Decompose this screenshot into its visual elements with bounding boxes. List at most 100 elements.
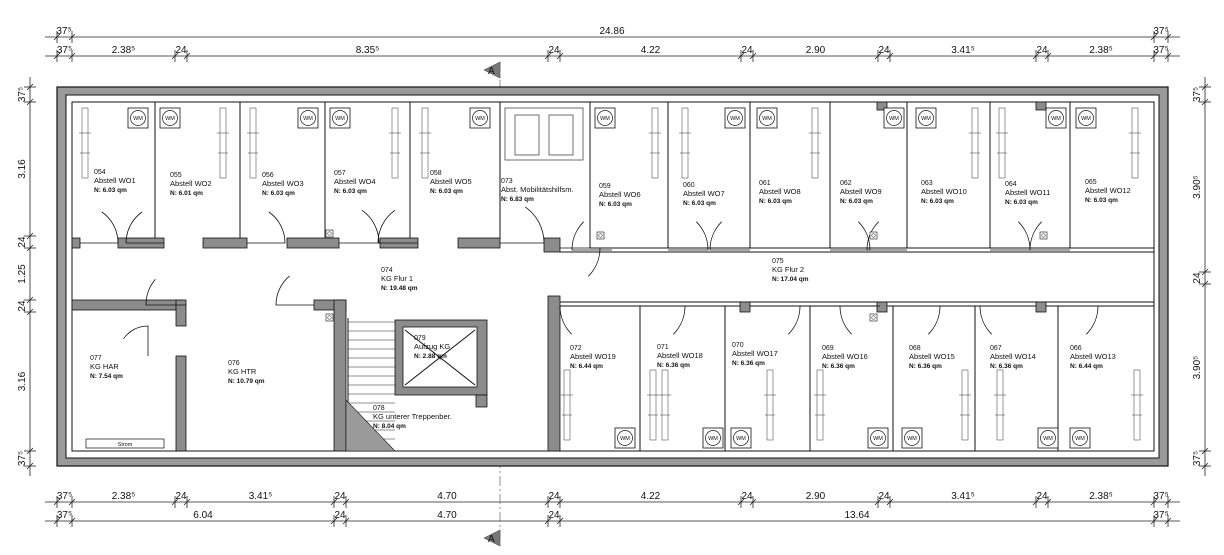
- door-swing: [123, 325, 149, 356]
- dim-tick: [26, 83, 34, 91]
- dim-bottom-chain1-label: 24: [175, 491, 187, 502]
- room-number: 067: [990, 345, 1002, 352]
- dim-top-chain-label: 24: [175, 45, 187, 56]
- dim-tick: [330, 517, 338, 525]
- bicycle-icon: [389, 107, 401, 179]
- dim-tick: [26, 308, 34, 316]
- dim-bottom-chain2-label: 37⁵: [57, 510, 72, 521]
- wm-label: WM: [1043, 436, 1053, 442]
- dim-left-chain-label: 37⁵: [17, 87, 28, 102]
- room-name: Abstell WO1: [94, 176, 136, 185]
- dim-tick: [68, 498, 76, 506]
- dim-bottom-chain2-label: 24: [334, 510, 346, 521]
- washing-machine-icon: WM: [297, 107, 319, 129]
- door-swing: [377, 209, 418, 244]
- wm-label: WM: [708, 436, 718, 442]
- room-area: N: 6.36 qm: [657, 362, 690, 369]
- room-name: Abstell WO8: [759, 187, 801, 196]
- wm-label: WM: [600, 116, 610, 122]
- dim-tick: [1150, 33, 1158, 41]
- room-name: Abstell WO15: [909, 352, 955, 361]
- room-area: N: 6.03 qm: [840, 198, 873, 205]
- washing-machine-icon: WM: [127, 107, 149, 129]
- dim-right-chain-label: 3.90⁵: [1192, 175, 1203, 199]
- room-area: N: 6.03 qm: [262, 190, 295, 197]
- door-swing: [571, 221, 612, 251]
- washing-machine-icon: WM: [329, 107, 351, 129]
- room-area: N: 6.03 qm: [599, 201, 632, 208]
- wm-label: WM: [475, 116, 485, 122]
- dim-left-chain-label: 1.25: [17, 264, 28, 284]
- room-number: 066: [1070, 345, 1082, 352]
- room-area: N: 6.83 qm: [501, 196, 534, 203]
- dim-tick: [544, 517, 552, 525]
- washing-machine-icon: WM: [1045, 107, 1067, 129]
- room-area: N: 6.36 qm: [732, 360, 765, 367]
- wm-label: WM: [762, 116, 772, 122]
- section-marker-label: A: [488, 66, 495, 77]
- washing-machine-icon: WM: [1037, 427, 1059, 449]
- room-area: N: 6.03 qm: [334, 188, 367, 195]
- dim-tick: [26, 447, 34, 455]
- room-area: N: 8.04 qm: [373, 423, 406, 430]
- dim-tick: [544, 52, 552, 60]
- bicycle-icon: [814, 369, 826, 441]
- dim-tick: [556, 52, 564, 60]
- room-area: N: 6.03 qm: [430, 188, 463, 195]
- column: [1035, 301, 1047, 313]
- bicycle-icon: [217, 107, 229, 179]
- room-number: 075: [772, 258, 784, 265]
- bicycle-icon: [561, 369, 573, 441]
- door-swing: [1029, 221, 1070, 251]
- wm-label: WM: [873, 436, 883, 442]
- room-name: Abstell WO11: [1005, 188, 1050, 197]
- stair-east-wall: [547, 295, 561, 452]
- room-name: KG HAR: [90, 362, 119, 371]
- dim-tick: [68, 52, 76, 60]
- room-area: N: 7.54 qm: [90, 373, 123, 380]
- pier: [175, 299, 187, 327]
- door-swing: [145, 279, 186, 306]
- bicycle-icon: [679, 107, 691, 179]
- elevator-cross: [404, 329, 476, 386]
- wm-label: WM: [1075, 436, 1085, 442]
- dim-bottom-chain1-label: 4.70: [437, 491, 457, 502]
- dim-bottom-chain1-label: 24: [741, 491, 753, 502]
- wm-label: WM: [1081, 116, 1091, 122]
- washing-machine-icon: WM: [915, 107, 937, 129]
- staircase: [345, 318, 396, 452]
- washing-machine-icon: WM: [730, 427, 752, 449]
- room-number: 060: [683, 182, 695, 189]
- dim-bottom-chain2-label: 13.64: [844, 510, 869, 521]
- room-number: 069: [822, 345, 834, 352]
- room-name: Abstell WO18: [657, 351, 703, 360]
- dim-tick: [330, 498, 338, 506]
- dim-top-chain-label: 24: [741, 45, 753, 56]
- washing-machine-icon: WM: [883, 107, 905, 129]
- dim-tick: [1164, 52, 1172, 60]
- dim-left-chain-label: 24: [17, 236, 28, 248]
- wm-label: WM: [133, 116, 143, 122]
- dim-tick: [556, 498, 564, 506]
- dim-left-chain-label: 3.16: [17, 371, 28, 391]
- room-area: N: 19.48 qm: [381, 285, 418, 292]
- door-swing: [560, 247, 601, 277]
- dim-bottom-chain1-label: 2.90: [806, 491, 826, 502]
- bicycle-icon: [419, 107, 431, 179]
- room-name: Abstell WO12: [1085, 186, 1131, 195]
- dim-bottom-chain1-label: 37⁵: [57, 491, 72, 502]
